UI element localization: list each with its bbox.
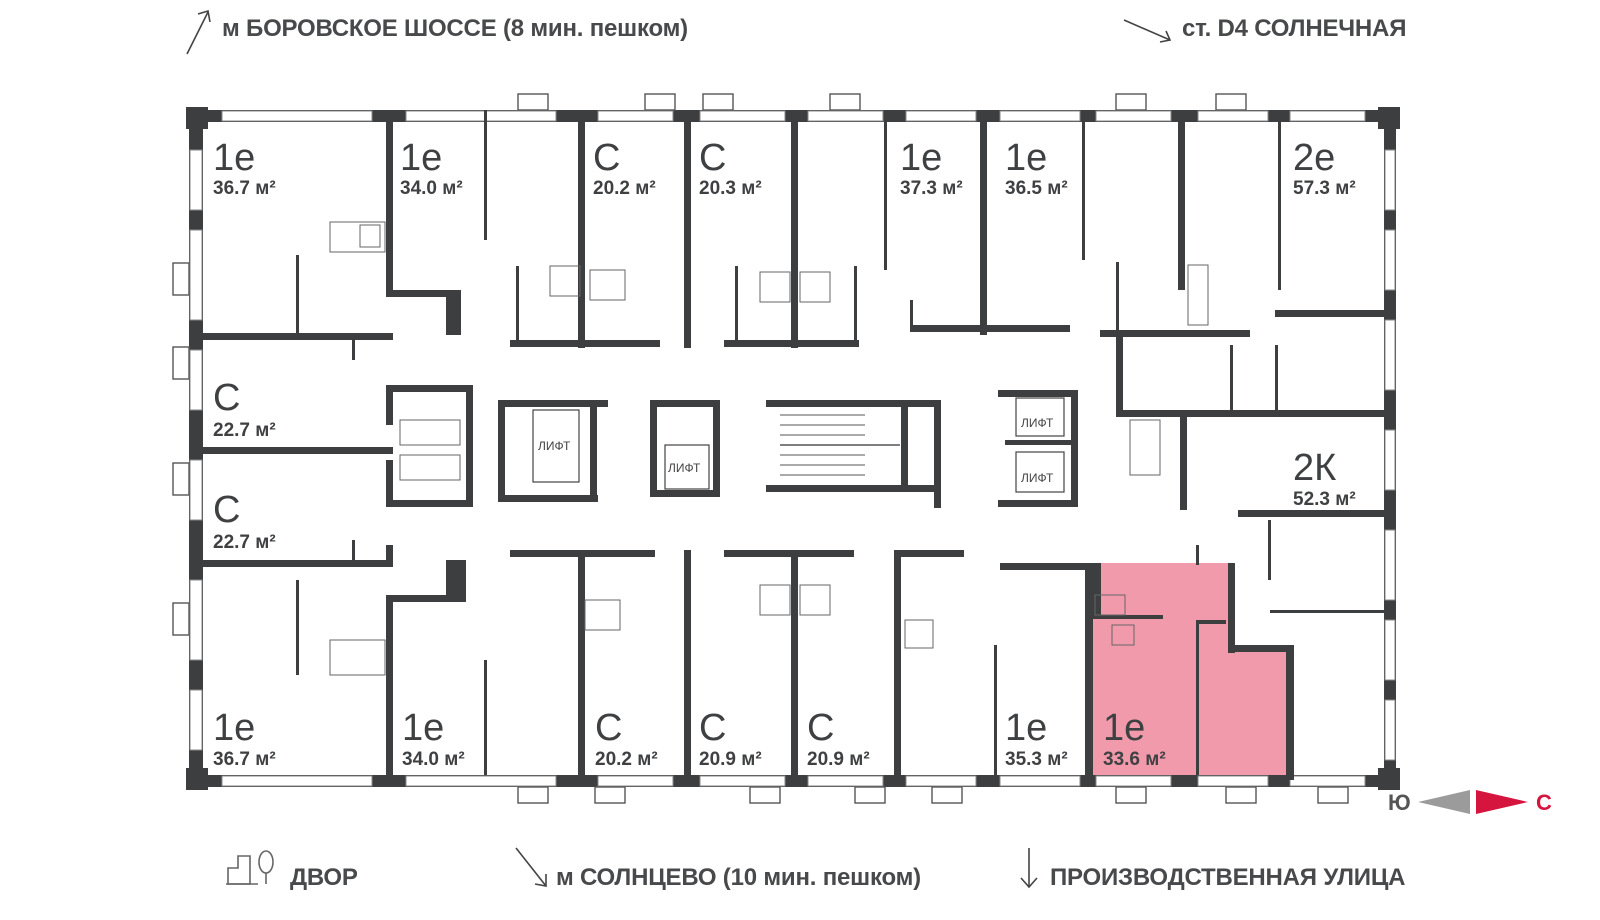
compass-north-label: С bbox=[1536, 790, 1552, 815]
arrow-down-icon bbox=[1020, 848, 1038, 889]
apartment-type: С bbox=[699, 137, 726, 179]
apartment-type: 1е bbox=[1005, 137, 1047, 179]
apartment-type: 2е bbox=[1293, 137, 1335, 179]
apartment-type: С bbox=[595, 707, 622, 749]
arrow-south-east-icon bbox=[1123, 19, 1172, 43]
apartment-type: 1е bbox=[1005, 707, 1047, 749]
apartment-area: 20.2 м² bbox=[595, 749, 658, 770]
apartment-area: 20.3 м² bbox=[699, 178, 762, 199]
apartment-type-highlighted: 1е bbox=[1103, 707, 1145, 749]
apartment-area: 20.9 м² bbox=[807, 749, 870, 770]
apartment-type: 1е bbox=[900, 137, 942, 179]
apartment-type: 1е bbox=[213, 137, 255, 179]
apartment-type: С bbox=[213, 489, 240, 531]
direction-solnechnaya: ст. D4 СОЛНЕЧНАЯ bbox=[1182, 15, 1407, 42]
apartment-area: 37.3 м² bbox=[900, 178, 963, 199]
apartment-type: С bbox=[213, 377, 240, 419]
apartment-type: С bbox=[593, 137, 620, 179]
lift-label: ЛИФТ bbox=[1021, 416, 1054, 430]
apartment-type: 1е bbox=[400, 137, 442, 179]
compass-south-label: Ю bbox=[1388, 790, 1411, 815]
direction-proizvodstvennaya: ПРОИЗВОДСТВЕННАЯ УЛИЦА bbox=[1050, 864, 1406, 891]
apartment-type: С bbox=[699, 707, 726, 749]
lift-label: ЛИФТ bbox=[668, 461, 701, 475]
apartment-area: 20.9 м² bbox=[699, 749, 762, 770]
arrow-south-east-icon bbox=[515, 847, 547, 887]
apartment-area: 22.7 м² bbox=[213, 420, 276, 441]
apartment-area: 22.7 м² bbox=[213, 532, 276, 553]
apartment-area: 36.5 м² bbox=[1005, 178, 1068, 199]
compass-north-arrow bbox=[1476, 790, 1528, 814]
apartment-area: 57.3 м² bbox=[1293, 178, 1356, 199]
apartment-area: 36.7 м² bbox=[213, 178, 276, 199]
apartment-type: 1е bbox=[402, 707, 444, 749]
apartment-area: 20.2 м² bbox=[593, 178, 656, 199]
arrow-north-east-icon bbox=[186, 9, 211, 55]
apartment-area: 35.3 м² bbox=[1005, 749, 1068, 770]
apartment-area: 36.7 м² bbox=[213, 749, 276, 770]
direction-yard: ДВОР bbox=[290, 864, 358, 891]
apartment-type: С bbox=[807, 707, 834, 749]
yard-icon bbox=[226, 850, 274, 885]
direction-borovskoe: м БОРОВСКОЕ ШОССЕ (8 мин. пешком) bbox=[222, 15, 688, 42]
direction-solntsevo: м СОЛНЦЕВО (10 мин. пешком) bbox=[556, 864, 921, 891]
apartment-area: 34.0 м² bbox=[400, 178, 463, 199]
lift-label: ЛИФТ bbox=[538, 439, 571, 453]
apartment-type: 1е bbox=[213, 707, 255, 749]
apartment-area-highlighted: 33.6 м² bbox=[1103, 749, 1166, 770]
lift-label: ЛИФТ bbox=[1021, 471, 1054, 485]
apartment-type: 2К bbox=[1293, 447, 1336, 489]
apartment-area: 52.3 м² bbox=[1293, 489, 1356, 510]
compass-south-arrow bbox=[1418, 790, 1470, 814]
apartment-area: 34.0 м² bbox=[402, 749, 465, 770]
